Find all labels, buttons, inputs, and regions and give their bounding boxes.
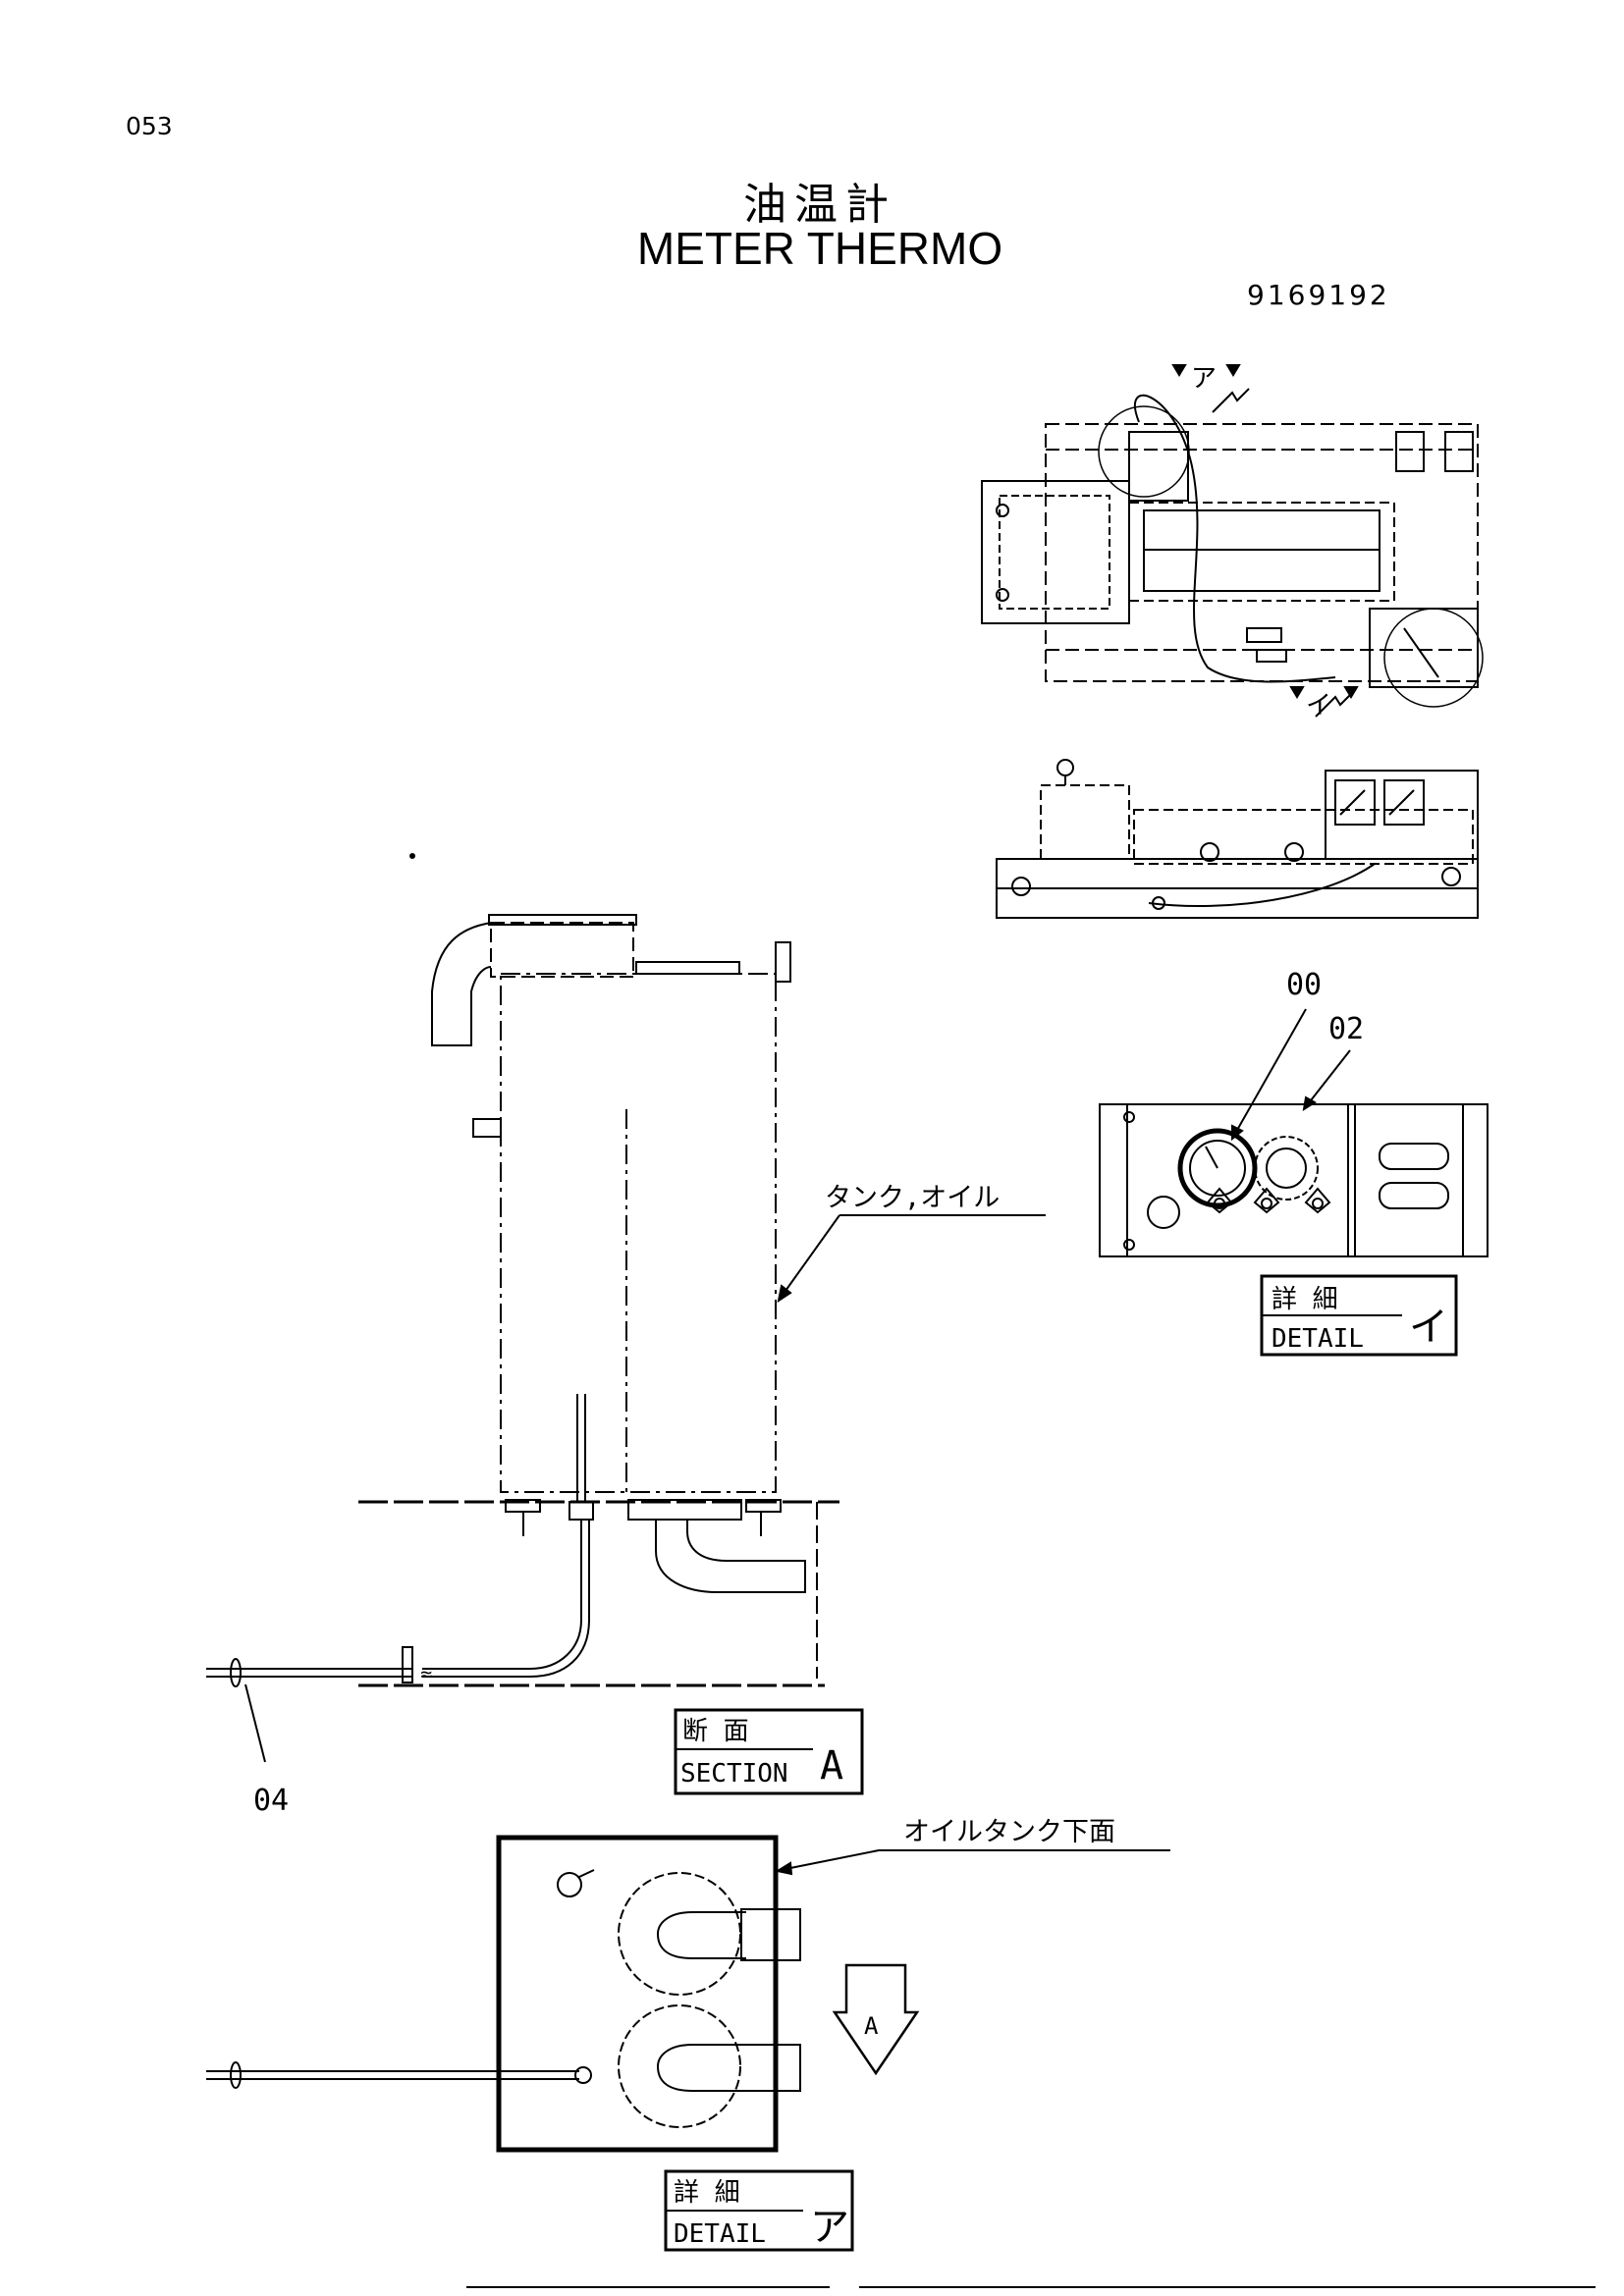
svg-text:≈: ≈ bbox=[420, 1662, 432, 1685]
section-a-jp: 断 面 bbox=[682, 1717, 749, 1746]
part-number: 9169192 bbox=[1247, 279, 1390, 311]
title-japanese: 油温計 bbox=[743, 180, 896, 230]
detail-i-gauge-panel: 00 02 bbox=[1099, 968, 1489, 1257]
detail-i-label: 詳 細 DETAIL イ bbox=[1260, 1274, 1458, 1357]
oil-tank-bottom-view: オイルタンク下面 A bbox=[206, 1817, 1170, 2153]
machine-side-view bbox=[996, 759, 1479, 919]
callout-00: 00 bbox=[1286, 968, 1322, 1002]
detail-a-label: 詳 細 DETAIL ア bbox=[664, 2169, 854, 2252]
section-a-letter: A bbox=[820, 1743, 843, 1789]
detail-i-jp: 詳 細 bbox=[1272, 1285, 1338, 1314]
detail-i-en: DETAIL bbox=[1272, 1324, 1364, 1354]
page-number: 053 bbox=[126, 112, 173, 140]
callout-02: 02 bbox=[1328, 1012, 1364, 1046]
callout-04: 04 bbox=[253, 1784, 289, 1818]
leader-tank-oil: タンク,オイル bbox=[825, 1183, 1000, 1213]
section-a-label: 断 面 SECTION A bbox=[674, 1708, 864, 1795]
title-english: METER THERMO bbox=[636, 223, 1003, 274]
section-a-en: SECTION bbox=[680, 1759, 788, 1789]
detail-a-jp: 詳 細 bbox=[674, 2178, 740, 2208]
detail-i-letter: イ bbox=[1409, 1305, 1448, 1350]
oil-tank: ≈ 04 タンク,オイル bbox=[206, 914, 1046, 1818]
view-marker-a: A bbox=[864, 2012, 879, 2040]
detail-a-en: DETAIL bbox=[674, 2219, 766, 2249]
view-arrow-i-label: イ bbox=[1306, 691, 1331, 721]
leader-tank-bottom: オイルタンク下面 bbox=[903, 1817, 1115, 1847]
detail-a-letter: ア bbox=[810, 2205, 849, 2250]
machine-top-view: ア イ bbox=[981, 364, 1484, 721]
view-arrow-a-label: ア bbox=[1191, 364, 1217, 394]
